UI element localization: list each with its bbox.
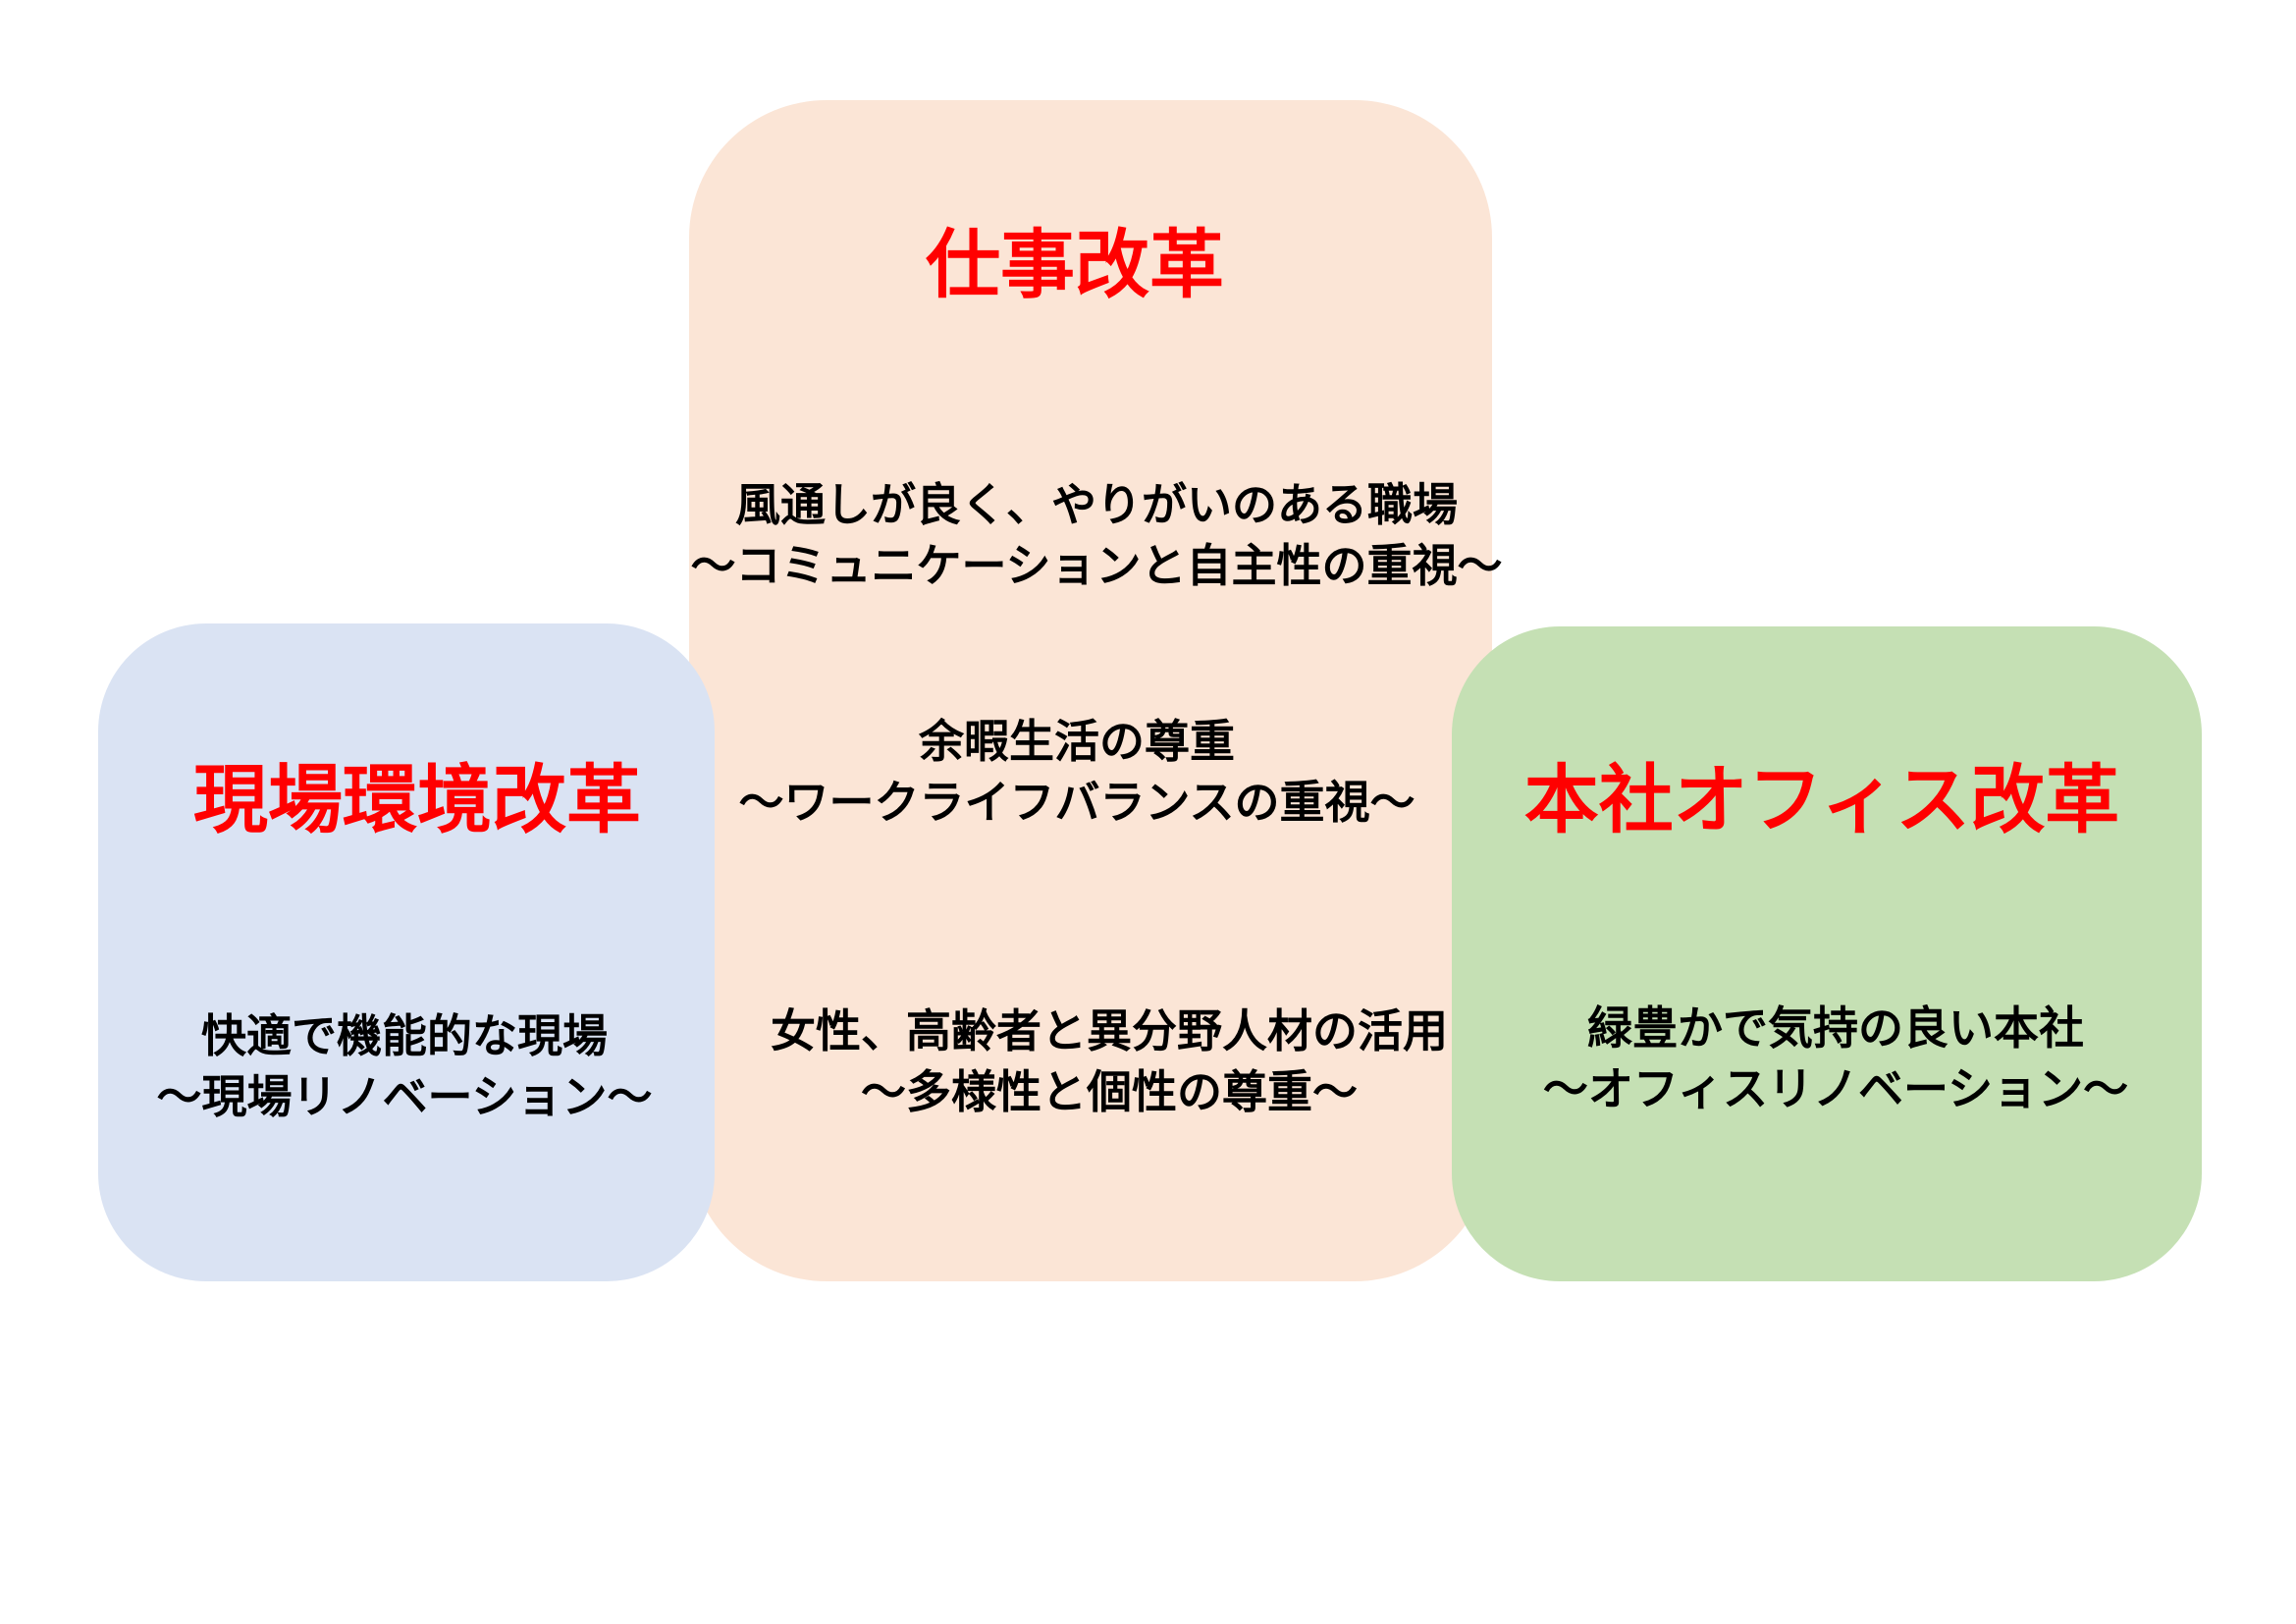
right-item-line2: ～オフィスリノベーション～ xyxy=(1542,1062,2129,1115)
head-office-reform-box xyxy=(1452,626,2202,1281)
center-item-1-line2: ～コミュニケーションと自主性の重視～ xyxy=(690,539,1503,592)
work-reform-title: 仕事改革 xyxy=(926,221,1224,308)
center-item-3: 女性、高齢者と異分野人材の活用 ～多様性と個性の尊重～ xyxy=(771,1001,1448,1122)
site-environment-reform-title: 現場環境改革 xyxy=(193,756,641,843)
left-item-line2: ～現場リノベーション～ xyxy=(156,1070,653,1123)
center-item-1-line1: 風通しが良く、やりがいのある職場 xyxy=(735,478,1458,531)
left-item-line1: 快適で機能的な現場 xyxy=(201,1009,608,1062)
right-item: 緑豊かで気持の良い本社 ～オフィスリノベーション～ xyxy=(1543,998,2128,1119)
head-office-reform-title: 本社オフィス改革 xyxy=(1523,756,2120,843)
center-item-3-line1: 女性、高齢者と異分野人材の活用 xyxy=(771,1004,1448,1057)
center-item-2-line1: 余暇生活の尊重 xyxy=(919,715,1235,768)
left-item: 快適で機能的な現場 ～現場リノベーション～ xyxy=(156,1005,652,1127)
center-item-1: 風通しが良く、やりがいのある職場 ～コミュニケーションと自主性の重視～ xyxy=(690,474,1502,596)
right-item-line1: 緑豊かで気持の良い本社 xyxy=(1586,1001,2084,1055)
center-item-2: 余暇生活の尊重 ～ワークライフバランスの重視～ xyxy=(738,711,1415,833)
work-reform-box xyxy=(689,100,1492,1281)
center-item-2-line2: ～ワークライフバランスの重視～ xyxy=(738,776,1415,829)
site-environment-reform-box xyxy=(98,623,715,1281)
center-item-3-line2: ～多様性と個性の尊重～ xyxy=(861,1065,1358,1118)
